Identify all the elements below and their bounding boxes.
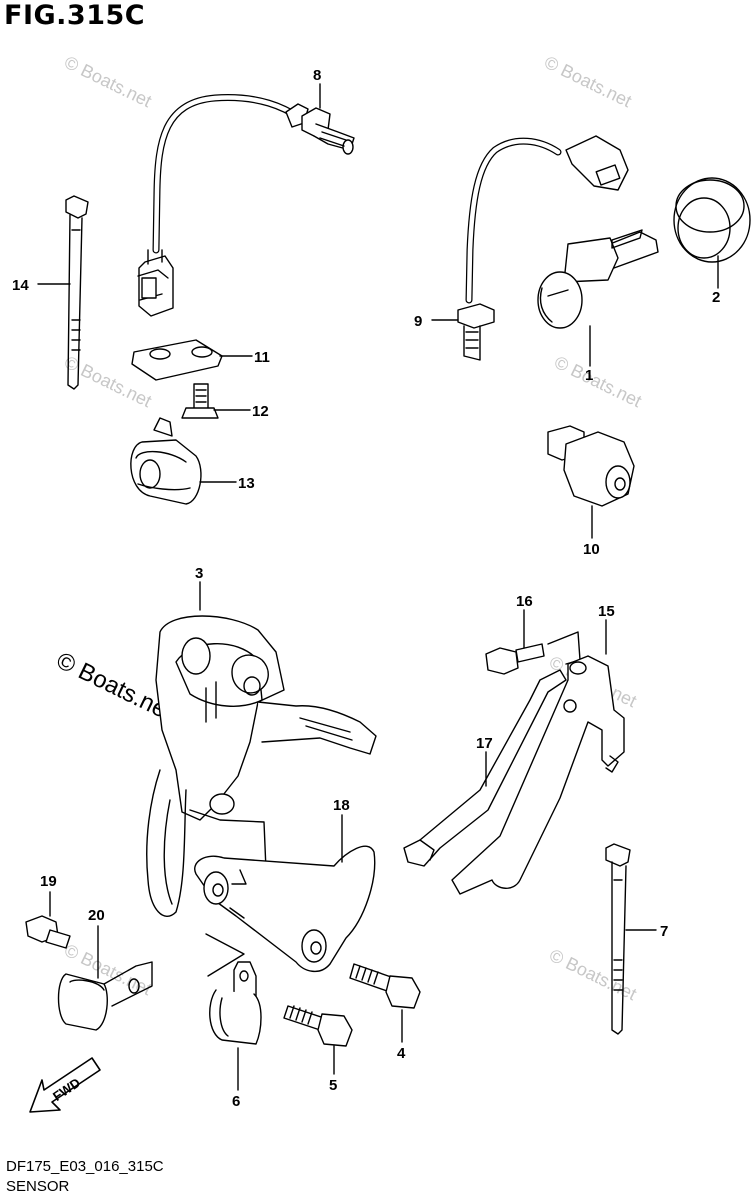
- callout-8: 8: [313, 67, 321, 84]
- part-6-clip: [209, 961, 262, 1045]
- part-11-plate: [131, 339, 223, 381]
- callout-19: 19: [40, 873, 57, 890]
- part-2-grommet: [673, 177, 751, 263]
- callout-5: 5: [329, 1077, 337, 1094]
- callout-16: 16: [516, 593, 533, 610]
- part-9-sensor-harness: [457, 135, 629, 361]
- part-18-bracket: [194, 845, 376, 972]
- part-10-knock-sensor: [547, 425, 635, 507]
- part-19-bolt: [25, 915, 71, 949]
- diagram-caption: SENSOR: [6, 1178, 70, 1195]
- part-20-clamp: [57, 961, 153, 1031]
- leader-16-guide: [547, 631, 581, 665]
- callout-11: 11: [254, 349, 270, 366]
- callout-20: 20: [88, 907, 105, 924]
- callout-6: 6: [232, 1093, 240, 1110]
- callout-10: 10: [583, 541, 600, 558]
- part-5-bolt: [283, 1005, 353, 1047]
- callout-15: 15: [598, 603, 615, 620]
- callout-4: 4: [397, 1045, 406, 1062]
- callout-2: 2: [712, 289, 720, 306]
- part-15-bracket: [451, 655, 625, 895]
- part-7-cable-tie: [605, 843, 631, 1035]
- leader-18-guide: [205, 933, 245, 977]
- part-3-sensor-assembly: [146, 615, 377, 917]
- callout-3: 3: [195, 565, 203, 582]
- part-14-cable-tie: [65, 195, 89, 390]
- callout-12: 12: [252, 403, 269, 420]
- part-1-sensor: [537, 229, 659, 329]
- part-12-bolt: [181, 383, 219, 419]
- diagram-code: DF175_E03_016_315C: [6, 1158, 164, 1175]
- callout-7: 7: [660, 923, 668, 940]
- fwd-arrow: [29, 1057, 101, 1113]
- part-17-bracket: [403, 669, 567, 867]
- callout-1: 1: [585, 367, 593, 384]
- part-4-bolt: [349, 963, 421, 1009]
- callout-18: 18: [333, 797, 350, 814]
- part-16-bolt: [485, 643, 545, 675]
- callout-14: 14: [12, 277, 29, 294]
- figure-title: FIG.315C: [4, 0, 146, 31]
- callout-9: 9: [414, 313, 422, 330]
- part-13-clamp: [130, 417, 202, 505]
- callout-13: 13: [238, 475, 255, 492]
- callout-17: 17: [476, 735, 493, 752]
- part-8-sensor-harness: [137, 94, 355, 317]
